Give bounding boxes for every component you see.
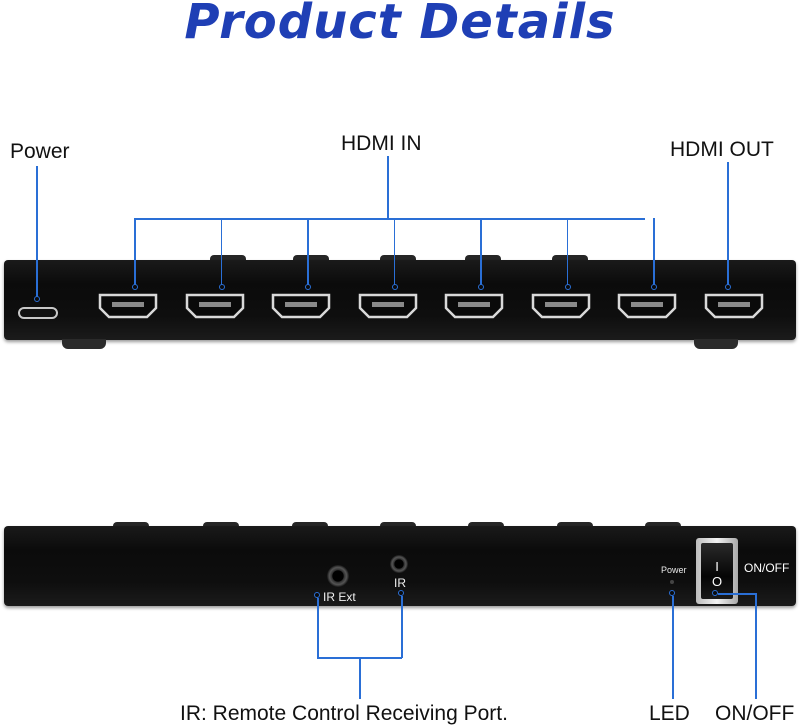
hdmi-in-port <box>616 292 678 320</box>
power-led <box>670 580 674 584</box>
device-bump <box>210 255 246 261</box>
hdmi-in-port <box>184 292 246 320</box>
ir-callout-line <box>401 596 403 658</box>
led-caption: LED <box>649 702 690 725</box>
ir-callout-stem <box>359 657 361 699</box>
device-bump <box>380 522 416 528</box>
device-bump <box>557 522 593 528</box>
ir-port-label: IR <box>394 576 406 590</box>
hdmi-in-port <box>97 292 159 320</box>
hdmi-in-drop-line <box>134 218 136 286</box>
hdmi-in-callout-stem <box>387 156 389 218</box>
switch-off-symbol: O <box>711 574 723 589</box>
hdmi-in-callout-dot <box>305 284 311 290</box>
hdmi-in-port <box>443 292 505 320</box>
hdmi-in-port <box>530 292 592 320</box>
ir-ext-callout-line <box>317 598 319 658</box>
hdmi-in-drop-line <box>566 218 568 286</box>
ir-ext-port-label: IR Ext <box>323 590 356 604</box>
ir-receiver <box>390 555 408 573</box>
hdmi-out-callout-line <box>727 162 729 286</box>
hdmi-in-drop-line <box>393 218 395 286</box>
rubber-foot <box>694 339 738 349</box>
hdmi-in-callout-dot <box>391 284 398 290</box>
led-callout-dot <box>669 590 675 596</box>
device-bump <box>293 255 329 261</box>
device-bump <box>113 522 149 528</box>
ir-callout-dot <box>398 590 404 596</box>
hdmi-in-port <box>357 292 419 320</box>
led-callout-line <box>672 596 674 699</box>
hdmi-in-label: HDMI IN <box>341 132 422 155</box>
device-bump <box>203 522 239 528</box>
power-led-label: Power <box>661 565 687 575</box>
device-bump <box>292 522 328 528</box>
hdmi-in-port <box>270 292 332 320</box>
hdmi-out-port <box>703 292 765 320</box>
device-bump <box>380 255 416 261</box>
ir-ext-callout-dot <box>314 592 320 598</box>
switch-callout-dot <box>712 590 718 596</box>
device-bump <box>552 255 588 261</box>
hdmi-in-drop-line <box>220 218 222 286</box>
usb-c-power-port <box>18 307 58 319</box>
hdmi-in-callout-dot <box>564 284 571 290</box>
hdmi-in-callout-dot <box>478 284 484 290</box>
hdmi-out-label: HDMI OUT <box>670 138 774 161</box>
power-rocker-switch: I O <box>696 538 738 604</box>
hdmi-in-callout-dot <box>218 284 225 290</box>
hdmi-in-drop-line <box>653 218 655 286</box>
hdmi-in-drop-line <box>307 218 309 286</box>
device-bump <box>465 255 501 261</box>
hdmi-in-drop-line <box>480 218 482 286</box>
power-port-label: Power <box>10 140 70 163</box>
switch-panel-label: ON/OFF <box>744 561 790 575</box>
hdmi-in-callout-dot <box>132 284 138 290</box>
ir-ext-jack <box>327 565 349 587</box>
hdmi-in-callout-bar <box>134 218 645 220</box>
switch-rocker: I O <box>701 543 733 599</box>
ir-port-caption: IR: Remote Control Receiving Port. <box>180 702 508 725</box>
switch-callout-line <box>755 593 757 699</box>
hdmi-in-callout-dot <box>651 284 657 290</box>
switch-caption: ON/OFF <box>715 702 795 725</box>
power-callout-line <box>36 166 38 299</box>
rubber-foot <box>62 339 106 349</box>
hdmi-out-callout-dot <box>725 284 731 290</box>
switch-callout-bar <box>718 593 756 595</box>
device-bump <box>645 522 681 528</box>
switch-on-symbol: I <box>715 559 719 574</box>
power-callout-dot <box>34 296 40 302</box>
page-title: Product Details <box>184 0 616 50</box>
device-bump <box>468 522 504 528</box>
